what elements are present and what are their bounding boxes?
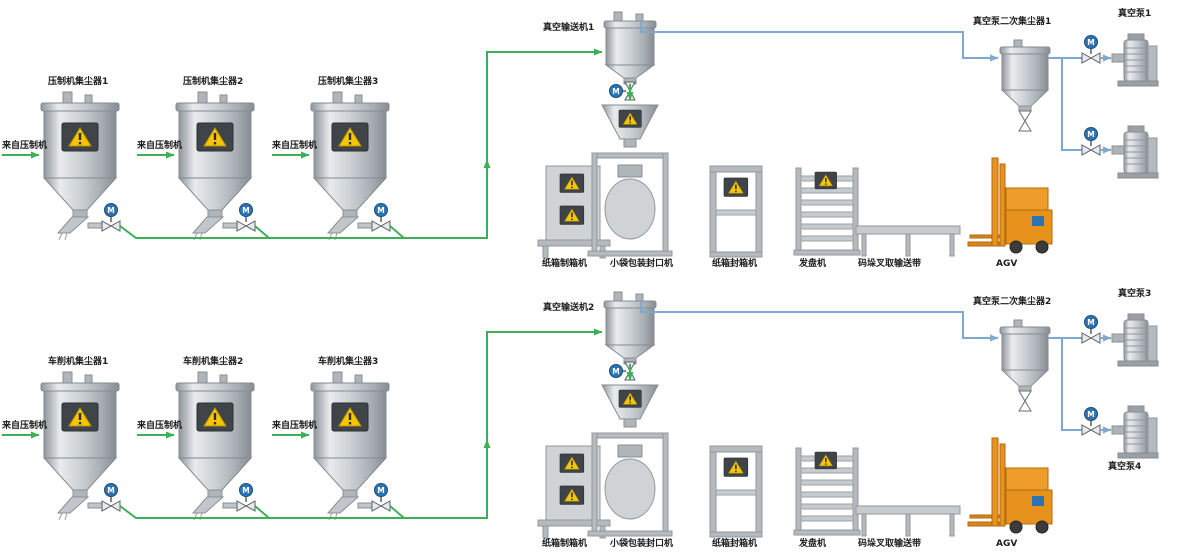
secondary-collector-label: 真空泵二次集尘器1 [973, 17, 1052, 27]
source-label: 来自压制机 [137, 421, 183, 431]
equipment-label: 发盘机 [799, 539, 827, 549]
source-label: 来自压制机 [2, 421, 48, 431]
source-label: 来自压制机 [272, 421, 318, 431]
pump-label: 真空泵3 [1118, 289, 1152, 299]
secondary-collector-label: 真空泵二次集尘器2 [973, 297, 1052, 307]
equipment-label: 纸箱封箱机 [712, 539, 758, 549]
pump-label: 真空泵1 [1118, 9, 1152, 19]
collector-label: 压制机集尘器1 [48, 77, 109, 87]
source-label: 来自压制机 [137, 141, 183, 151]
conveyor-label: 真空输送机1 [543, 23, 595, 33]
source-label: 来自压制机 [2, 141, 48, 151]
equipment-label: 小袋包装封口机 [610, 259, 674, 269]
conveyor-label: 真空输送机2 [543, 303, 595, 313]
collector-label: 压制机集尘器3 [318, 77, 379, 87]
collector-label: 压制机集尘器2 [183, 77, 244, 87]
top-process-line [2, 12, 1158, 258]
equipment-label: AGV [996, 259, 1018, 269]
equipment-label: 纸箱制箱机 [542, 539, 588, 549]
collector-label: 车削机集尘器3 [318, 357, 379, 367]
source-label: 来自压制机 [272, 141, 318, 151]
pump-label: 真空泵4 [1108, 462, 1142, 472]
equipment-label: 纸箱制箱机 [542, 259, 588, 269]
bottom-process-line [2, 292, 1158, 538]
equipment-label: 码垛叉取输送带 [858, 539, 922, 549]
collector-label: 车削机集尘器2 [183, 357, 244, 367]
equipment-label: 码垛叉取输送带 [858, 259, 922, 269]
equipment-label: 纸箱封箱机 [712, 259, 758, 269]
equipment-label: 小袋包装封口机 [610, 539, 674, 549]
equipment-label: 发盘机 [799, 259, 827, 269]
collector-label: 车削机集尘器1 [48, 357, 109, 367]
equipment-label: AGV [996, 539, 1018, 549]
